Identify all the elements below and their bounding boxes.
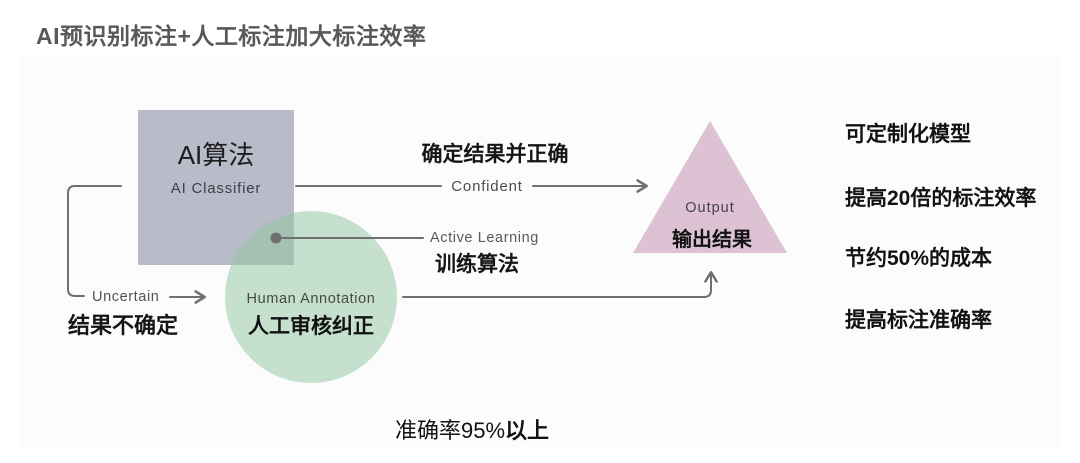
human-circle-label-zh: 人工审核纠正 (248, 315, 374, 338)
output-label-zh: 输出结果 (672, 229, 752, 251)
confident-label-en: Confident (451, 178, 523, 195)
active-learning-label-zh: 训练算法 (435, 253, 519, 276)
ai-box-label-zh: AI算法 (177, 140, 255, 170)
confident-label-zh: 确定结果并正确 (421, 143, 569, 166)
active-learning-label-en: Active Learning (430, 230, 539, 246)
benefit-item: 提高标注准确率 (845, 309, 992, 332)
uncertain-label-zh: 结果不确定 (68, 313, 179, 338)
benefit-item: 节约50%的成本 (845, 247, 993, 270)
output-triangle-shape (633, 121, 787, 253)
output-label-en: Output (685, 200, 735, 216)
uncertain-label-en: Uncertain (92, 289, 160, 305)
accuracy-note: 准确率95%以上 (395, 413, 549, 445)
accuracy-note-suffix: 以上 (505, 418, 550, 443)
human-annotation-circle: Human Annotation 人工审核纠正 (225, 211, 397, 383)
benefit-item: 可定制化模型 (845, 123, 971, 146)
accuracy-note-prefix: 准确率95% (395, 418, 506, 443)
ai-box-label-en: AI Classifier (170, 180, 262, 197)
page-title: AI预识别标注+人工标注加大标注效率 (36, 23, 427, 49)
human-circle-label-en: Human Annotation (246, 291, 376, 307)
benefit-item: 提高20倍的标注效率 (845, 187, 1037, 210)
